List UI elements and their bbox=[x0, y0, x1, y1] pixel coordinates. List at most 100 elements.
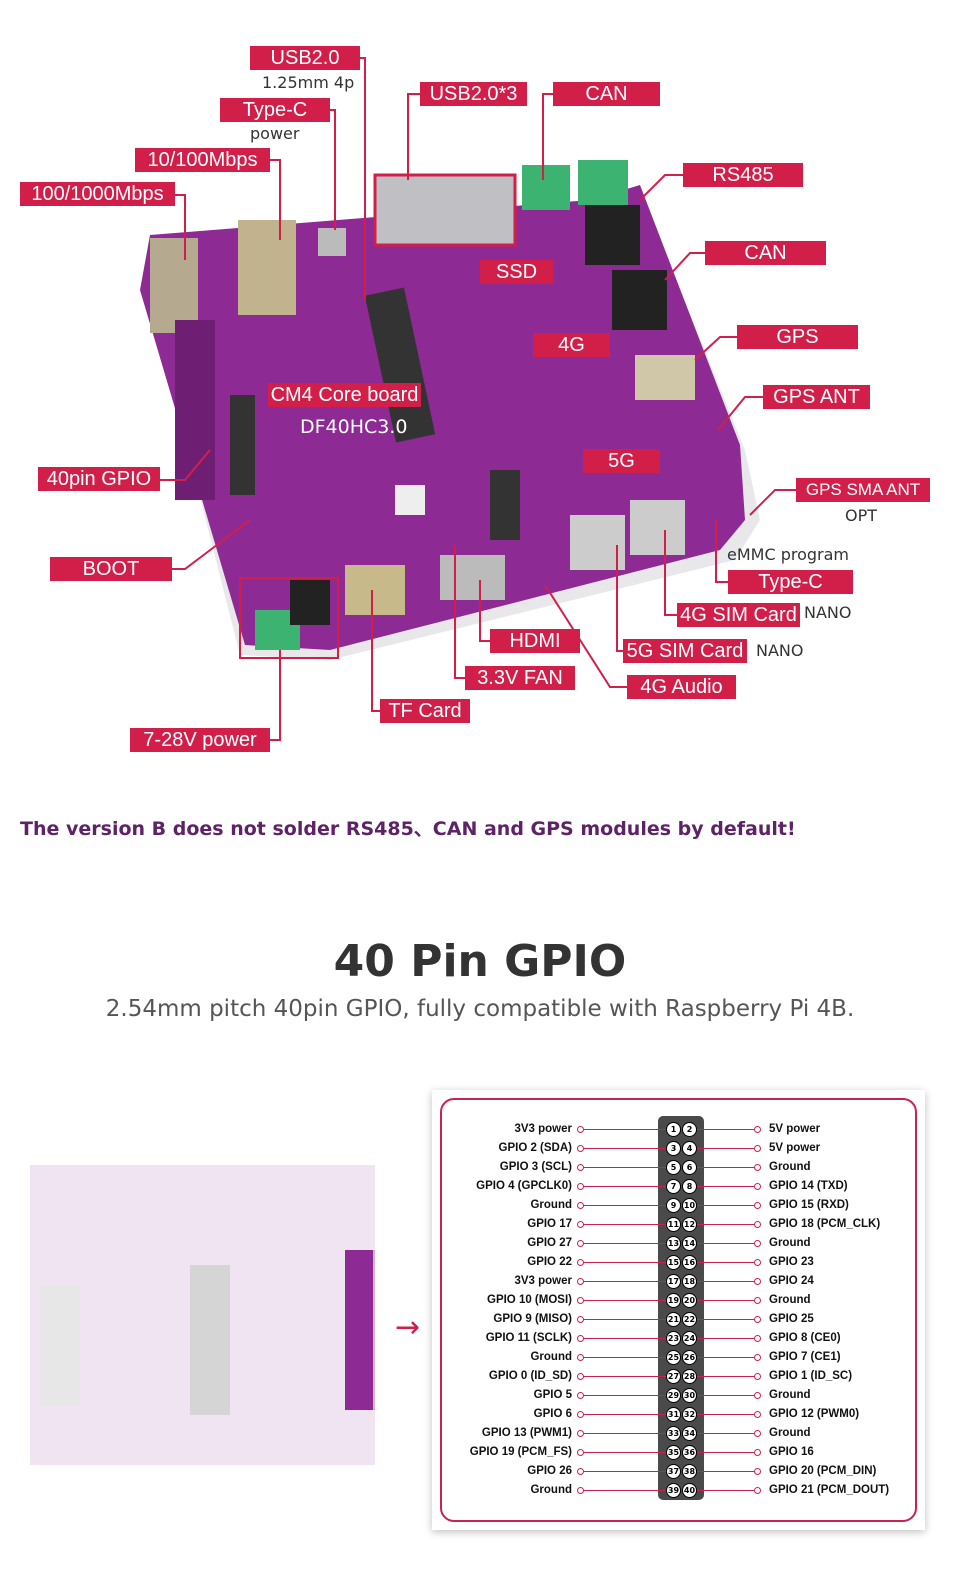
leader-lines bbox=[160, 57, 796, 741]
pin-number: 3 bbox=[666, 1141, 681, 1156]
pin-label-right: Ground bbox=[769, 1161, 811, 1173]
pin-label-left: GPIO 6 bbox=[533, 1408, 572, 1420]
pin-number: 27 bbox=[666, 1369, 681, 1384]
pin-wire bbox=[583, 1395, 668, 1396]
pin-label-right: GPIO 8 (CE0) bbox=[769, 1332, 841, 1344]
pin-wire bbox=[697, 1281, 754, 1282]
pin-label-right: GPIO 1 (ID_SC) bbox=[769, 1370, 853, 1382]
pin-wire bbox=[583, 1167, 668, 1168]
usb-ports bbox=[373, 173, 517, 247]
label-ssd: SSD bbox=[480, 260, 553, 284]
label-hdmi: HDMI bbox=[490, 629, 580, 653]
pin-wire bbox=[697, 1243, 754, 1244]
pin-number: 30 bbox=[682, 1388, 697, 1403]
pin-number: 9 bbox=[666, 1198, 681, 1213]
pin-number: 11 bbox=[666, 1217, 681, 1232]
pin-wire bbox=[697, 1319, 754, 1320]
pin-wire bbox=[697, 1262, 754, 1263]
label-can-1: CAN bbox=[553, 82, 660, 106]
pin-label-right: GPIO 12 (PWM0) bbox=[769, 1408, 860, 1420]
pin-number: 17 bbox=[666, 1274, 681, 1289]
pin-wire bbox=[697, 1395, 754, 1396]
gps-module bbox=[635, 355, 695, 400]
pin-wire bbox=[583, 1243, 668, 1244]
board-photo bbox=[140, 160, 760, 660]
pin-dot bbox=[754, 1449, 761, 1456]
pin-wire bbox=[583, 1205, 668, 1206]
pin-dot bbox=[754, 1278, 761, 1285]
pin-label-right: Ground bbox=[769, 1427, 811, 1439]
can-terminal-2 bbox=[578, 160, 628, 205]
pin-wire bbox=[697, 1300, 754, 1301]
can-terminal bbox=[522, 165, 570, 210]
pin-wire bbox=[583, 1262, 668, 1263]
pin-label-left: GPIO 22 bbox=[527, 1256, 572, 1268]
pin-label-right: GPIO 24 bbox=[769, 1275, 814, 1287]
arrow-icon: → bbox=[395, 1310, 421, 1345]
pin-wire bbox=[583, 1376, 668, 1377]
label-5g-sim: 5G SIM Card bbox=[623, 639, 747, 663]
label-usb20: USB2.0 bbox=[250, 46, 360, 70]
pin-label-left: Ground bbox=[530, 1199, 572, 1211]
pin-wire bbox=[697, 1129, 754, 1130]
rs485-module bbox=[585, 205, 640, 265]
pin-number: 18 bbox=[682, 1274, 697, 1289]
pin-label-right: GPIO 20 (PCM_DIN) bbox=[769, 1465, 877, 1477]
label-rs485: RS485 bbox=[683, 163, 803, 187]
fan-connector bbox=[395, 485, 425, 515]
note-typec-power: power bbox=[250, 124, 300, 143]
highlighted-gpio-header bbox=[345, 1250, 373, 1410]
pin-dot bbox=[754, 1487, 761, 1494]
pinout-border bbox=[440, 1098, 917, 1522]
pin-dot bbox=[754, 1430, 761, 1437]
pin-dot bbox=[754, 1392, 761, 1399]
pin-dot bbox=[754, 1468, 761, 1475]
pin-dot bbox=[754, 1297, 761, 1304]
pin-number: 7 bbox=[666, 1179, 681, 1194]
label-tf-card: TF Card bbox=[380, 699, 470, 723]
pin-dot bbox=[754, 1126, 761, 1133]
5g-sim-slot bbox=[570, 515, 625, 570]
pin-wire bbox=[697, 1186, 754, 1187]
label-can-2: CAN bbox=[705, 241, 826, 265]
pin-number: 37 bbox=[666, 1464, 681, 1479]
pin-number: 1 bbox=[666, 1122, 681, 1137]
pin-label-left: GPIO 2 (SDA) bbox=[498, 1142, 572, 1154]
pin-wire bbox=[583, 1224, 668, 1225]
pin-label-left: 3V3 power bbox=[514, 1275, 572, 1287]
pin-wire bbox=[697, 1148, 754, 1149]
label-typec-power: Type-C bbox=[220, 98, 330, 122]
pin-dot bbox=[754, 1354, 761, 1361]
pin-number: 2 bbox=[682, 1122, 697, 1137]
pin-number: 15 bbox=[666, 1255, 681, 1270]
faded-board-image bbox=[30, 1165, 375, 1465]
pin-label-left: 3V3 power bbox=[514, 1123, 572, 1135]
pin-wire bbox=[697, 1167, 754, 1168]
pin-number: 5 bbox=[666, 1160, 681, 1175]
pin-label-right: Ground bbox=[769, 1294, 811, 1306]
pin-number: 12 bbox=[682, 1217, 697, 1232]
pin-wire bbox=[583, 1338, 668, 1339]
pin-wire bbox=[583, 1129, 668, 1130]
label-usb3x: USB2.0*3 bbox=[420, 82, 527, 106]
pin-label-right: Ground bbox=[769, 1237, 811, 1249]
pin-dot bbox=[754, 1259, 761, 1266]
label-gps: GPS bbox=[737, 325, 858, 349]
pin-dot bbox=[754, 1164, 761, 1171]
tf-slot bbox=[345, 565, 405, 615]
pin-number: 21 bbox=[666, 1312, 681, 1327]
pin-number: 14 bbox=[682, 1236, 697, 1251]
pin-label-left: GPIO 10 (MOSI) bbox=[487, 1294, 572, 1306]
pin-number: 31 bbox=[666, 1407, 681, 1422]
pin-dot bbox=[754, 1335, 761, 1342]
pin-wire bbox=[583, 1300, 668, 1301]
pin-label-right: 5V power bbox=[769, 1123, 821, 1135]
label-4g-sim: 4G SIM Card bbox=[677, 603, 800, 627]
note-emmc: eMMC program bbox=[727, 545, 850, 564]
pin-label-left: GPIO 27 bbox=[527, 1237, 572, 1249]
